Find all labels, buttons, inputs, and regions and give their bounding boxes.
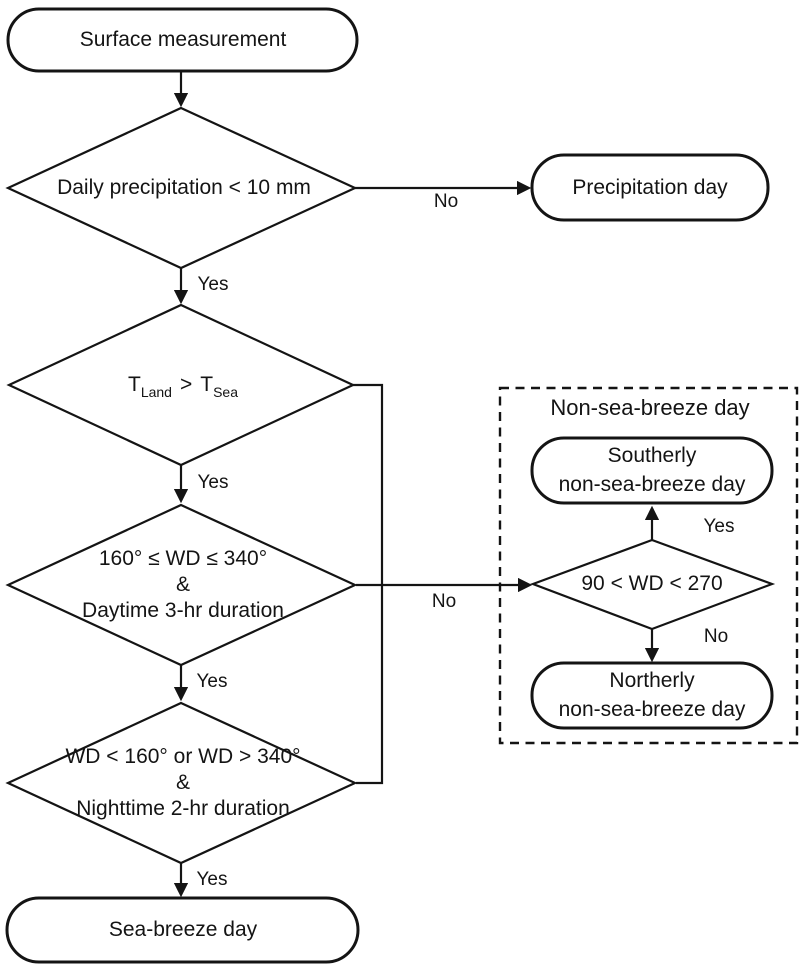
sea-breeze-day-shape <box>5 896 360 964</box>
northerly-shape <box>530 661 774 730</box>
temp-check-operator: > <box>179 373 193 396</box>
southerly-shape <box>530 436 774 505</box>
edge-label-yes-precip: Yes <box>197 274 229 295</box>
northerly-label: Northerly non-sea-breeze day <box>559 666 746 724</box>
non-sea-breeze-group-title: Non-sea-breeze day <box>550 395 750 420</box>
precip-day-label: Precipitation day <box>572 176 728 199</box>
southerly-line1: Southerly <box>607 444 697 467</box>
edge-label-no-wd: No <box>703 626 729 647</box>
northerly-line1: Northerly <box>609 669 695 692</box>
nighttime-check-shape <box>5 701 358 865</box>
precip-check-shape <box>5 106 358 270</box>
temp-check-sub-land: Land <box>140 384 172 400</box>
temp-check-label: TLand>TSea <box>128 372 238 400</box>
temp-check-t2: T <box>200 373 214 396</box>
daytime-check-line3: Daytime 3-hr duration <box>82 599 284 622</box>
temp-check-sub-sea: Sea <box>213 384 238 400</box>
start-node-shape <box>6 7 359 73</box>
edge-label-yes-wd: Yes <box>703 516 735 537</box>
temp-check-t1: T <box>128 373 141 396</box>
start-node-label: Surface measurement <box>79 28 287 51</box>
edge-label-yes-nighttime: Yes <box>196 869 228 890</box>
wd-check-label: 90 < WD < 270 <box>581 572 723 595</box>
southerly-line2: non-sea-breeze day <box>558 473 746 496</box>
nighttime-check-label: WD < 160° or WD > 340° & Nighttime 2-hr … <box>65 744 300 822</box>
wd-check-shape <box>529 538 776 631</box>
daytime-check-line1: 160° ≤ WD ≤ 340° <box>98 547 268 570</box>
precip-day-shape <box>530 153 770 222</box>
northerly-line2: non-sea-breeze day <box>558 698 746 721</box>
edge-label-yes-temp: Yes <box>197 472 229 493</box>
daytime-check-line2: & <box>175 573 191 596</box>
edge-label-no-merge: No <box>431 591 457 612</box>
edge-label-yes-daytime: Yes <box>196 671 228 692</box>
precip-check-label: Daily precipitation < 10 mm <box>57 176 311 199</box>
edge-label-no-precip: No <box>433 191 459 212</box>
temp-check-shape <box>6 303 356 467</box>
southerly-label: Southerly non-sea-breeze day <box>559 441 746 499</box>
nighttime-check-line2: & <box>175 771 190 794</box>
nighttime-check-line3: Nighttime 2-hr duration <box>76 797 290 820</box>
sea-breeze-day-label: Sea-breeze day <box>108 918 258 941</box>
daytime-check-shape <box>5 503 358 667</box>
nighttime-check-line1: WD < 160° or WD > 340° <box>65 745 301 768</box>
daytime-check-label: 160° ≤ WD ≤ 340° & Daytime 3-hr duration <box>82 546 284 624</box>
non-sea-breeze-group-box <box>498 386 799 745</box>
